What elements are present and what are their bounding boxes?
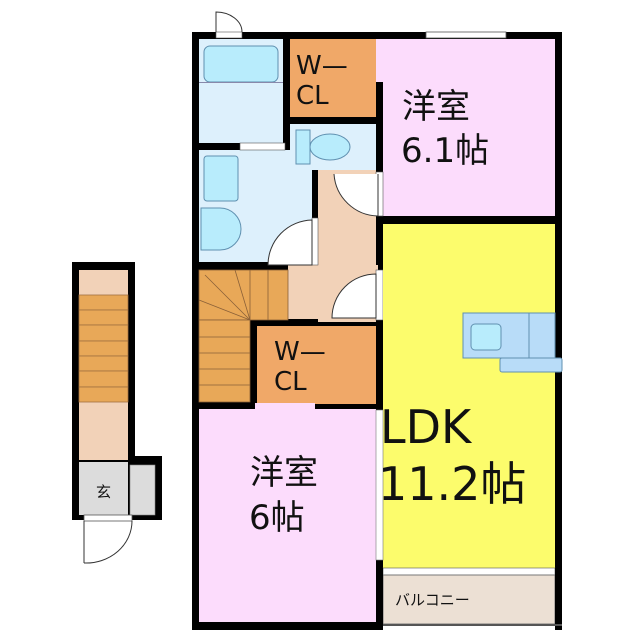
entrance-block: 玄 <box>72 262 162 564</box>
western-room-2-name: 洋室 <box>250 453 318 493</box>
door-bathroom[interactable] <box>239 142 286 151</box>
western-room-1-name: 洋室 <box>402 87 470 127</box>
western-room-1-size: 6.1帖 <box>401 131 489 171</box>
door-washroom[interactable] <box>267 217 319 266</box>
bathtub-icon <box>203 45 279 83</box>
washbasin-icon <box>200 207 242 251</box>
door-exterior-top[interactable] <box>215 11 243 39</box>
walk-in-closet-2 <box>257 326 376 404</box>
sliding-door-ldk[interactable] <box>375 409 384 561</box>
balcony-label: バルコニー <box>395 591 470 609</box>
entrance-label: 玄 <box>96 483 111 501</box>
window <box>425 31 507 39</box>
walk-in-closet-1 <box>290 39 376 117</box>
door-western-room-1[interactable] <box>333 171 384 217</box>
sink-icon <box>470 323 502 351</box>
stairs <box>198 269 289 403</box>
closet-2-label-line1: W— <box>274 337 326 367</box>
closet-1-label-line1: W— <box>296 51 348 81</box>
door-ldk[interactable] <box>331 269 384 321</box>
western-room-2 <box>199 409 376 622</box>
entrance-stairs <box>78 294 129 403</box>
balcony-window[interactable] <box>382 567 556 576</box>
ldk <box>383 224 555 568</box>
closet-2-label-line2: CL <box>274 367 307 397</box>
entrance-door[interactable] <box>83 514 133 564</box>
ldk-name: LDK <box>380 400 473 454</box>
ldk-size: 11.2帖 <box>378 457 526 511</box>
western-room-1 <box>376 39 555 216</box>
closet-1-label-line2: CL <box>296 81 329 111</box>
kitchen-counter <box>462 312 563 373</box>
washing-machine-icon <box>203 155 239 202</box>
toilet-icon <box>295 129 351 165</box>
western-room-2-size: 6帖 <box>249 498 305 538</box>
entrance-floor <box>79 462 128 515</box>
